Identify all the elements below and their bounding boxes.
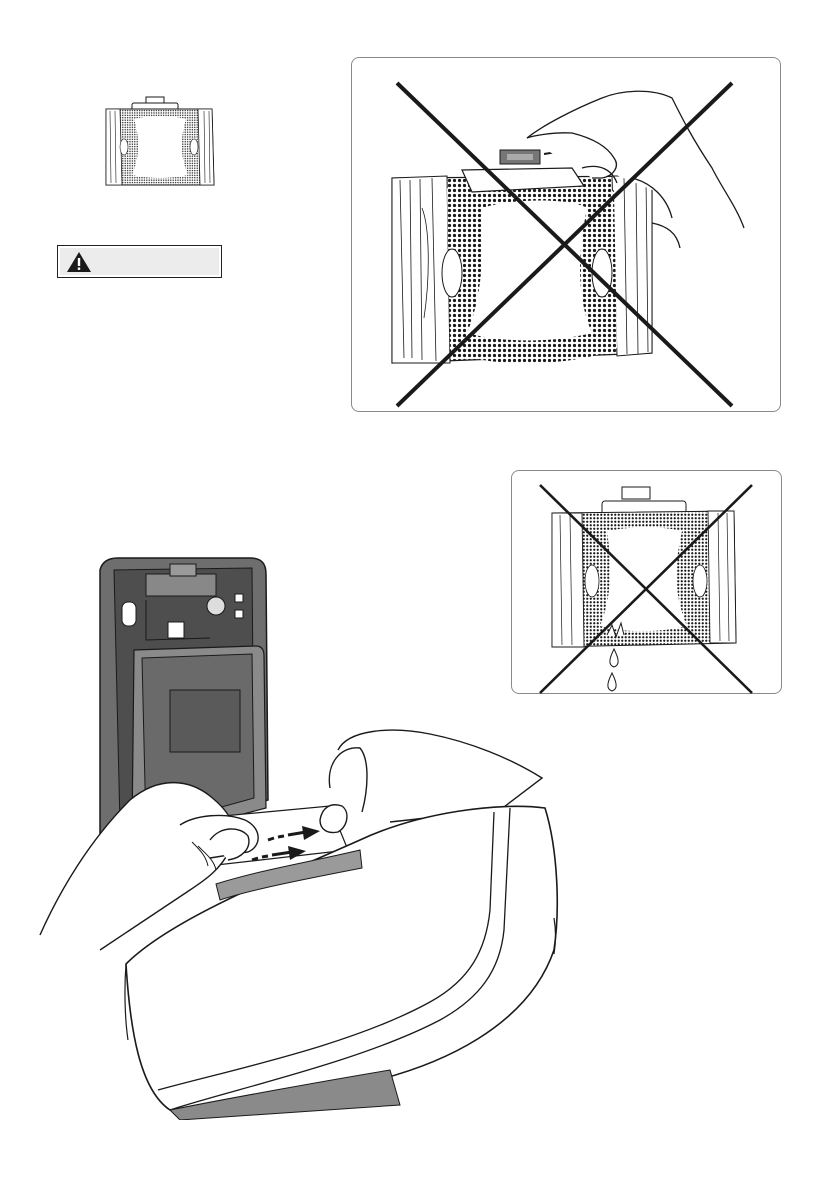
small-refill-bag-figure [100, 95, 220, 195]
warning-triangle-icon [66, 251, 92, 278]
dispenser-insertion-figure [30, 550, 570, 1120]
crossed-out-tab-pull-panel [351, 57, 781, 412]
warning-label [57, 245, 222, 278]
leak-drop-1 [610, 649, 618, 667]
leak-drop-2 [608, 673, 616, 691]
